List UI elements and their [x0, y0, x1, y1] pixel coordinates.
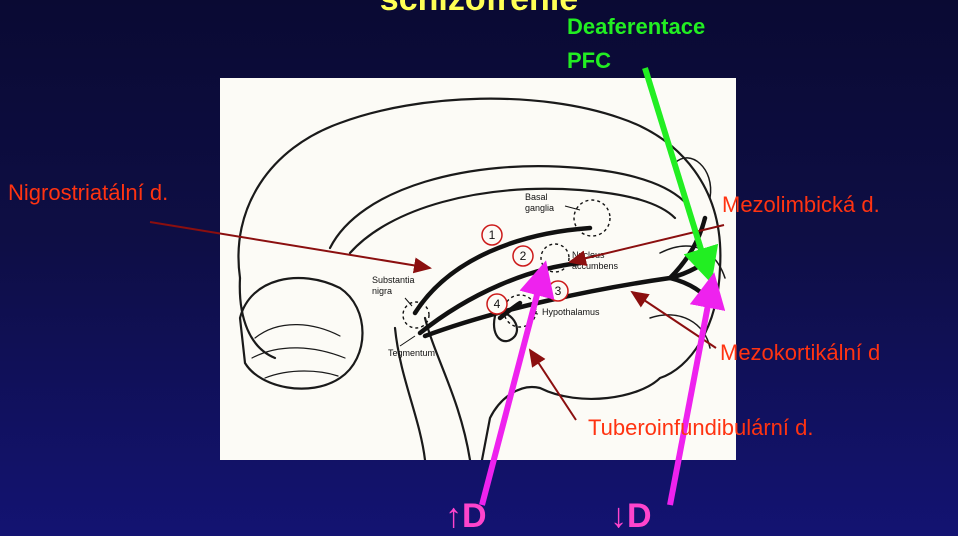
label-mesocortical: Mezokortikální d [720, 340, 880, 366]
label-mesolimbic: Mezolimbická d. [722, 192, 880, 218]
nigro-pointer [150, 222, 430, 268]
label-tuberoinfundibular: Tuberoinfundibulární d. [588, 415, 813, 441]
dopamine-increase-arrow [482, 272, 543, 505]
tubero-pointer [530, 350, 576, 420]
label-nigrostriatal: Nigrostriatální d. [8, 180, 168, 206]
dopamine-decrease-arrow [670, 284, 712, 505]
dopamine-increase-label: ↑D [445, 497, 487, 536]
dopamine-decrease-label: ↓D [610, 497, 652, 536]
